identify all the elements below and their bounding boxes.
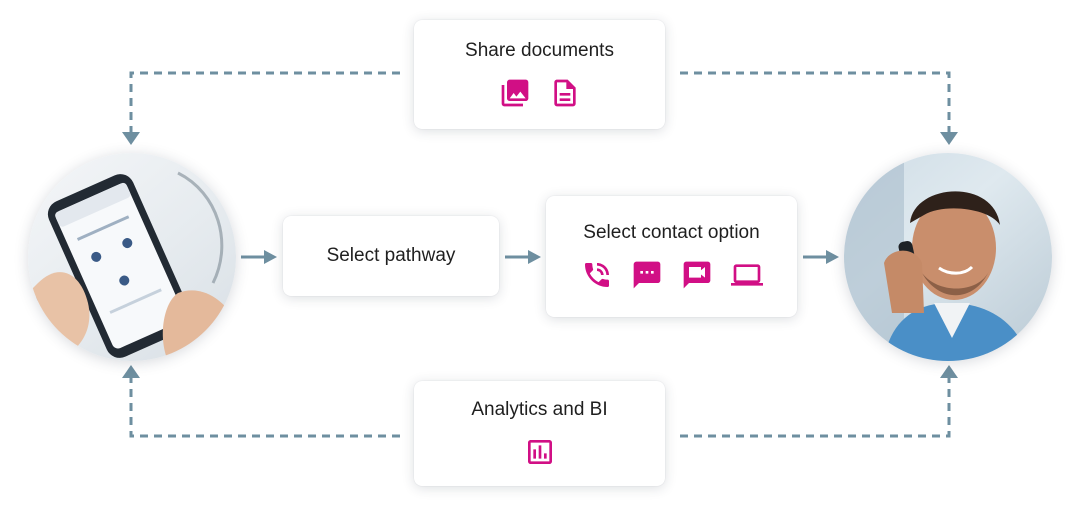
dashed-loop-top — [122, 71, 958, 145]
phone-call-icon — [580, 258, 614, 292]
dashed-loop-bottom — [122, 365, 958, 438]
share-documents-card: Share documents — [414, 20, 665, 129]
select-contact-option-card: Select contact option — [546, 196, 797, 317]
share-documents-title: Share documents — [465, 39, 614, 61]
video-call-icon — [680, 258, 714, 292]
image-library-icon — [498, 76, 532, 110]
agent-on-phone-photo — [844, 153, 1052, 361]
select-contact-option-title: Select contact option — [583, 221, 760, 243]
select-pathway-card: Select pathway — [283, 216, 499, 296]
flow-arrow-1 — [241, 250, 277, 264]
laptop-icon — [730, 258, 764, 292]
flow-arrow-3 — [803, 250, 839, 264]
patient-phone-photo — [28, 153, 236, 361]
analytics-and-bi-card: Analytics and BI — [414, 381, 665, 486]
document-icon — [548, 76, 582, 110]
chat-message-icon — [630, 258, 664, 292]
flow-arrow-2 — [505, 250, 541, 264]
bar-chart-icon — [523, 435, 557, 469]
select-pathway-title: Select pathway — [326, 245, 456, 266]
analytics-and-bi-title: Analytics and BI — [471, 398, 608, 420]
